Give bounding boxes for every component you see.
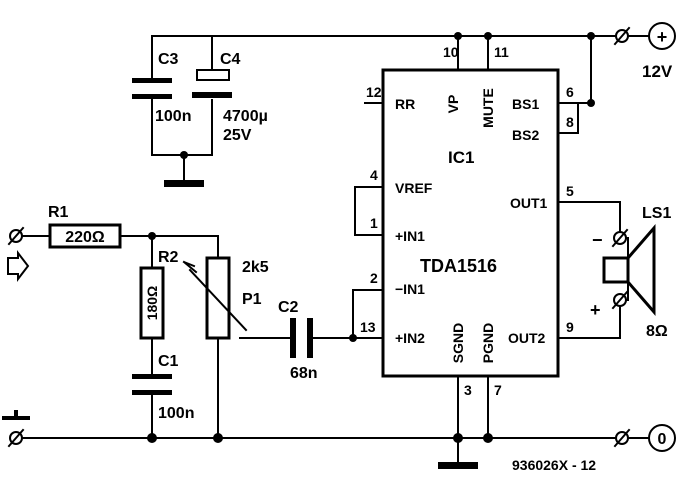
speaker-plus-label: + [590, 300, 601, 320]
pin-label-in2p: +IN2 [395, 330, 425, 346]
c4-ref: C4 [220, 51, 241, 68]
pin-label-sgnd: SGND [450, 323, 466, 363]
pin-label-out2: OUT2 [508, 330, 546, 346]
pin-number-6: 6 [566, 84, 574, 100]
speaker-cone [626, 223, 656, 317]
pin-number-1: 1 [370, 215, 378, 231]
ls1-value: 8Ω [646, 323, 668, 340]
pin-label-pgnd: PGND [480, 323, 496, 363]
p1-adjust-tip [182, 260, 198, 274]
vp-mute-pins [457, 35, 489, 71]
pin-label-vref: VREF [395, 180, 433, 196]
pin-number-7: 7 [494, 382, 502, 398]
p1-body [205, 256, 231, 340]
pin-label-bs2: BS2 [512, 127, 539, 143]
terminal-slash [613, 26, 631, 46]
c1-plate [132, 374, 172, 379]
supply-voltage: 12V [642, 62, 673, 81]
c3-ref: C3 [158, 51, 179, 68]
c4-value: 4700µ [223, 108, 268, 125]
pin-label-in1p: +IN1 [395, 228, 425, 244]
ls1-ref: LS1 [642, 205, 671, 222]
c3-plate [132, 78, 172, 83]
pin-label-rr: RR [395, 96, 415, 112]
ground-symbol [438, 462, 478, 469]
c2-ref: C2 [278, 299, 299, 316]
pin-number-4: 4 [370, 167, 378, 183]
ground-symbol [164, 180, 204, 187]
ic-body [381, 68, 560, 378]
junction-dot [484, 32, 492, 40]
pin-number-8: 8 [566, 114, 574, 130]
junction-dot [454, 32, 462, 40]
c3-plate [132, 94, 172, 99]
pin-number-9: 9 [566, 319, 574, 335]
terminal-slash [613, 428, 631, 448]
pin-label-bs1: BS1 [512, 96, 539, 112]
c2-value: 68n [290, 365, 318, 382]
zero-symbol-circle [648, 424, 676, 452]
input-arrow-icon [7, 250, 30, 282]
terminal-slash [7, 226, 25, 246]
r2-ref: R2 [158, 249, 179, 266]
speaker-icon [602, 256, 630, 284]
p1-value: 2k5 [242, 259, 269, 276]
junction-dot [147, 433, 157, 443]
r1-value: 220Ω [65, 229, 105, 246]
ic-name: IC1 [448, 148, 474, 167]
pin-number-11: 11 [494, 44, 509, 60]
junction-dot [213, 433, 223, 443]
c4-plate-positive [196, 69, 230, 81]
speaker-leads [625, 237, 629, 301]
plus-symbol-circle [648, 22, 676, 50]
terminal-slash [7, 428, 25, 448]
out2-wire [557, 305, 621, 339]
pin-number-13: 13 [360, 319, 376, 335]
gnd-pins [457, 375, 489, 463]
pin-number-2: 2 [370, 270, 378, 286]
in1n-link [352, 289, 384, 339]
figure-code: 936026X - 12 [512, 457, 596, 473]
c4-plate-negative [192, 92, 232, 98]
bs-pins [557, 102, 592, 134]
speaker-minus-label: − [592, 230, 603, 250]
r1-ref: R1 [48, 204, 69, 221]
pin-number-5: 5 [566, 183, 574, 199]
c4-voltage: 25V [223, 127, 252, 144]
junction-dot [587, 99, 595, 107]
pin-label-in1n: −IN1 [395, 281, 425, 297]
pin-number-10: 10 [443, 44, 459, 60]
c2-plate [307, 318, 313, 358]
p1-adjust-line [188, 268, 248, 332]
zero-symbol: 0 [658, 431, 667, 448]
out1-wire [557, 201, 621, 233]
ground-symbol [2, 410, 30, 420]
c2-plate [290, 318, 296, 358]
pin-label-vp: VP [445, 95, 461, 114]
pin-label-mute: MUTE [480, 88, 496, 128]
r2-value: 180Ω [144, 286, 160, 321]
p1-ref: P1 [242, 291, 262, 308]
c1-value: 100n [158, 405, 194, 422]
vref-in1-link [354, 186, 384, 236]
pin-number-12: 12 [366, 84, 382, 100]
plus-symbol: + [657, 27, 668, 47]
pin-label-out1: OUT1 [510, 195, 548, 211]
ic-part: TDA1516 [420, 256, 497, 276]
c1-ref: C1 [158, 353, 179, 370]
terminal-slash [611, 228, 629, 310]
c3-value: 100n [155, 108, 191, 125]
c1-plate [132, 390, 172, 395]
pin-number-3: 3 [464, 382, 472, 398]
